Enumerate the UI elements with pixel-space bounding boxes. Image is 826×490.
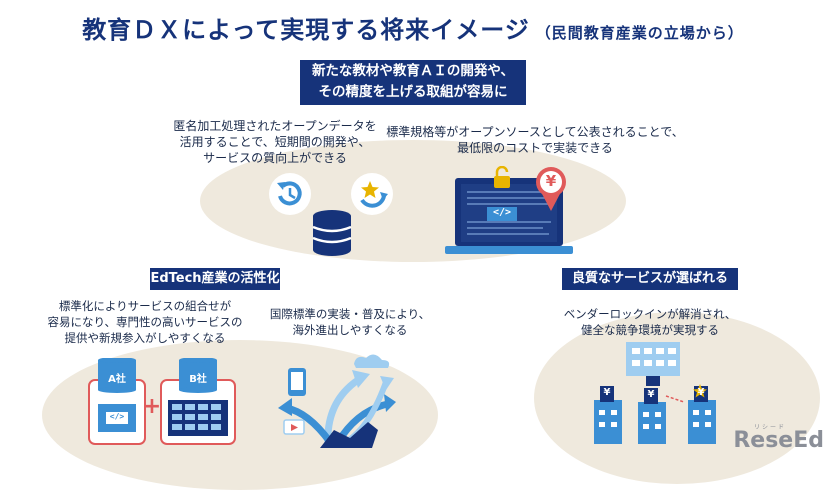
quality-text-line-1: ベンダーロックインが解消され、 <box>563 307 737 321</box>
top-right-text-line-2: 最低限のコストで実装できる <box>457 141 613 155</box>
laptop-code-tag: </> <box>492 207 512 218</box>
edtech-left-text-line-3: 提供や新規参入がしやすくなる <box>64 331 226 345</box>
building-yen-1: ¥ <box>603 387 611 398</box>
company-a-service-icon <box>88 358 146 445</box>
quality-star-icon <box>351 173 393 215</box>
yen-cost-down-icon <box>536 167 566 211</box>
top-left-text-line-2: 活用することで、短期間の開発や、 <box>179 135 371 149</box>
company-b-service-icon <box>160 358 236 445</box>
resed-logo-watermark: ReseEd <box>733 428 824 453</box>
edtech-right-text-line-1: 国際標準の実装・普及により、 <box>269 307 431 321</box>
database-icon <box>312 210 352 256</box>
resed-logo-kana: リシード <box>753 424 786 431</box>
unlocked-padlock-icon <box>494 166 510 188</box>
edtech-left-text: 標準化によりサービスの組合せが 容易になり、専門性の高いサービスの 提供や新規参… <box>30 298 260 346</box>
title-subtitle: （民間教育産業の立場から） <box>535 24 744 42</box>
edtech-banner: EdTech産業の活性化 <box>150 268 280 290</box>
page-title: 教育ＤＸによって実現する将来イメージ （民間教育産業の立場から） <box>0 10 826 45</box>
top-banner-line-2: その精度を上げる取組が容易に <box>318 84 508 100</box>
company-a-label: A社 <box>108 374 126 385</box>
quality-banner: 良質なサービスが選ばれる <box>562 268 738 290</box>
quality-ellipse-background <box>534 312 820 484</box>
top-banner-line-1: 新たな教材や教育ＡＩの開発や、 <box>311 63 515 79</box>
edtech-left-text-line-2: 容易になり、専門性の高いサービスの <box>47 315 243 329</box>
top-left-text-line-3: サービスの質向上ができる <box>203 151 347 165</box>
yen-symbol: ¥ <box>545 172 557 190</box>
edtech-left-text-line-1: 標準化によりサービスの組合せが <box>58 299 232 313</box>
refresh-clock-icon <box>269 173 311 215</box>
global-expansion-arrows-icon <box>278 354 396 448</box>
building-yen-2: ¥ <box>647 389 655 400</box>
company-a-code-tag: </> <box>109 412 125 421</box>
quality-text: ベンダーロックインが解消され、 健全な競争環境が実現する <box>540 306 760 338</box>
edtech-right-text-line-2: 海外進出しやすくなる <box>292 323 408 337</box>
laptop-code-icon <box>445 178 573 254</box>
plus-sign: + <box>142 394 162 419</box>
top-left-text: 匿名加工処理されたオープンデータを 活用することで、短期間の開発や、 サービスの… <box>160 118 390 166</box>
vendor-buildings-icon <box>594 342 716 444</box>
company-b-label: B社 <box>189 374 207 385</box>
top-left-text-line-1: 匿名加工処理されたオープンデータを <box>173 119 377 133</box>
title-main: 教育ＤＸによって実現する将来イメージ <box>82 16 530 44</box>
top-banner: 新たな教材や教育ＡＩの開発や、 その精度を上げる取組が容易に <box>300 60 526 105</box>
edtech-right-text: 国際標準の実装・普及により、 海外進出しやすくなる <box>260 306 440 338</box>
quality-text-line-2: 健全な競争環境が実現する <box>581 323 719 337</box>
top-right-text: 標準規格等がオープンソースとして公表されることで、 最低限のコストで実装できる <box>380 124 690 156</box>
building-yen-3: ¥ <box>697 387 705 398</box>
top-right-text-line-1: 標準規格等がオープンソースとして公表されることで、 <box>386 125 684 139</box>
